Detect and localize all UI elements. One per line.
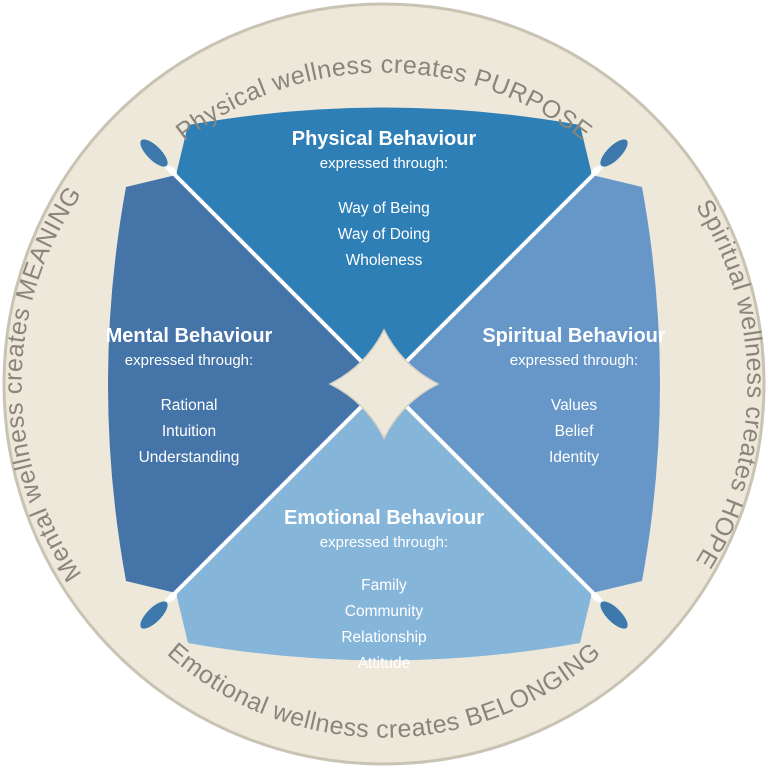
physical-title: Physical Behaviour <box>292 128 477 150</box>
emotional-item: Family <box>361 577 407 594</box>
spiritual-subtitle: expressed through: <box>510 352 638 369</box>
emotional-title: Emotional Behaviour <box>284 507 484 529</box>
corner-ornament-bottom-left <box>140 592 177 629</box>
corner-ornament-bottom-right <box>591 592 628 629</box>
physical-item: Way of Being <box>338 200 430 217</box>
emotional-item: Relationship <box>341 629 426 646</box>
mental-subtitle: expressed through: <box>125 352 253 369</box>
corner-ornament-top-left <box>140 139 177 176</box>
spiritual-item: Belief <box>555 423 594 440</box>
spiritual-item: Values <box>551 397 597 414</box>
physical-quadrant <box>176 107 592 383</box>
emotional-quadrant <box>176 384 592 661</box>
spiritual-quadrant <box>384 175 660 593</box>
center-star <box>328 328 440 440</box>
physical-content: Physical Behaviour expressed through: Wa… <box>292 128 477 269</box>
emotional-subtitle: expressed through: <box>320 534 448 551</box>
physical-item: Wholeness <box>346 252 423 269</box>
mental-content: Mental Behaviour expressed through: Rati… <box>106 325 273 466</box>
emotional-item: Attitude <box>358 655 411 672</box>
emotional-item: Community <box>345 603 424 620</box>
spiritual-title: Spiritual Behaviour <box>482 325 666 347</box>
mental-item: Intuition <box>162 423 216 440</box>
emotional-content: Emotional Behaviour expressed through: F… <box>284 507 484 672</box>
physical-subtitle: expressed through: <box>320 155 448 172</box>
spiritual-item: Identity <box>549 449 599 466</box>
physical-item: Way of Doing <box>338 226 430 243</box>
mental-item: Rational <box>161 397 218 414</box>
mental-quadrant <box>108 175 384 593</box>
corner-ornament-top-right <box>591 139 628 176</box>
mental-title: Mental Behaviour <box>106 325 273 347</box>
mental-item: Understanding <box>139 449 240 466</box>
spiritual-content: Spiritual Behaviour expressed through: V… <box>482 325 666 466</box>
